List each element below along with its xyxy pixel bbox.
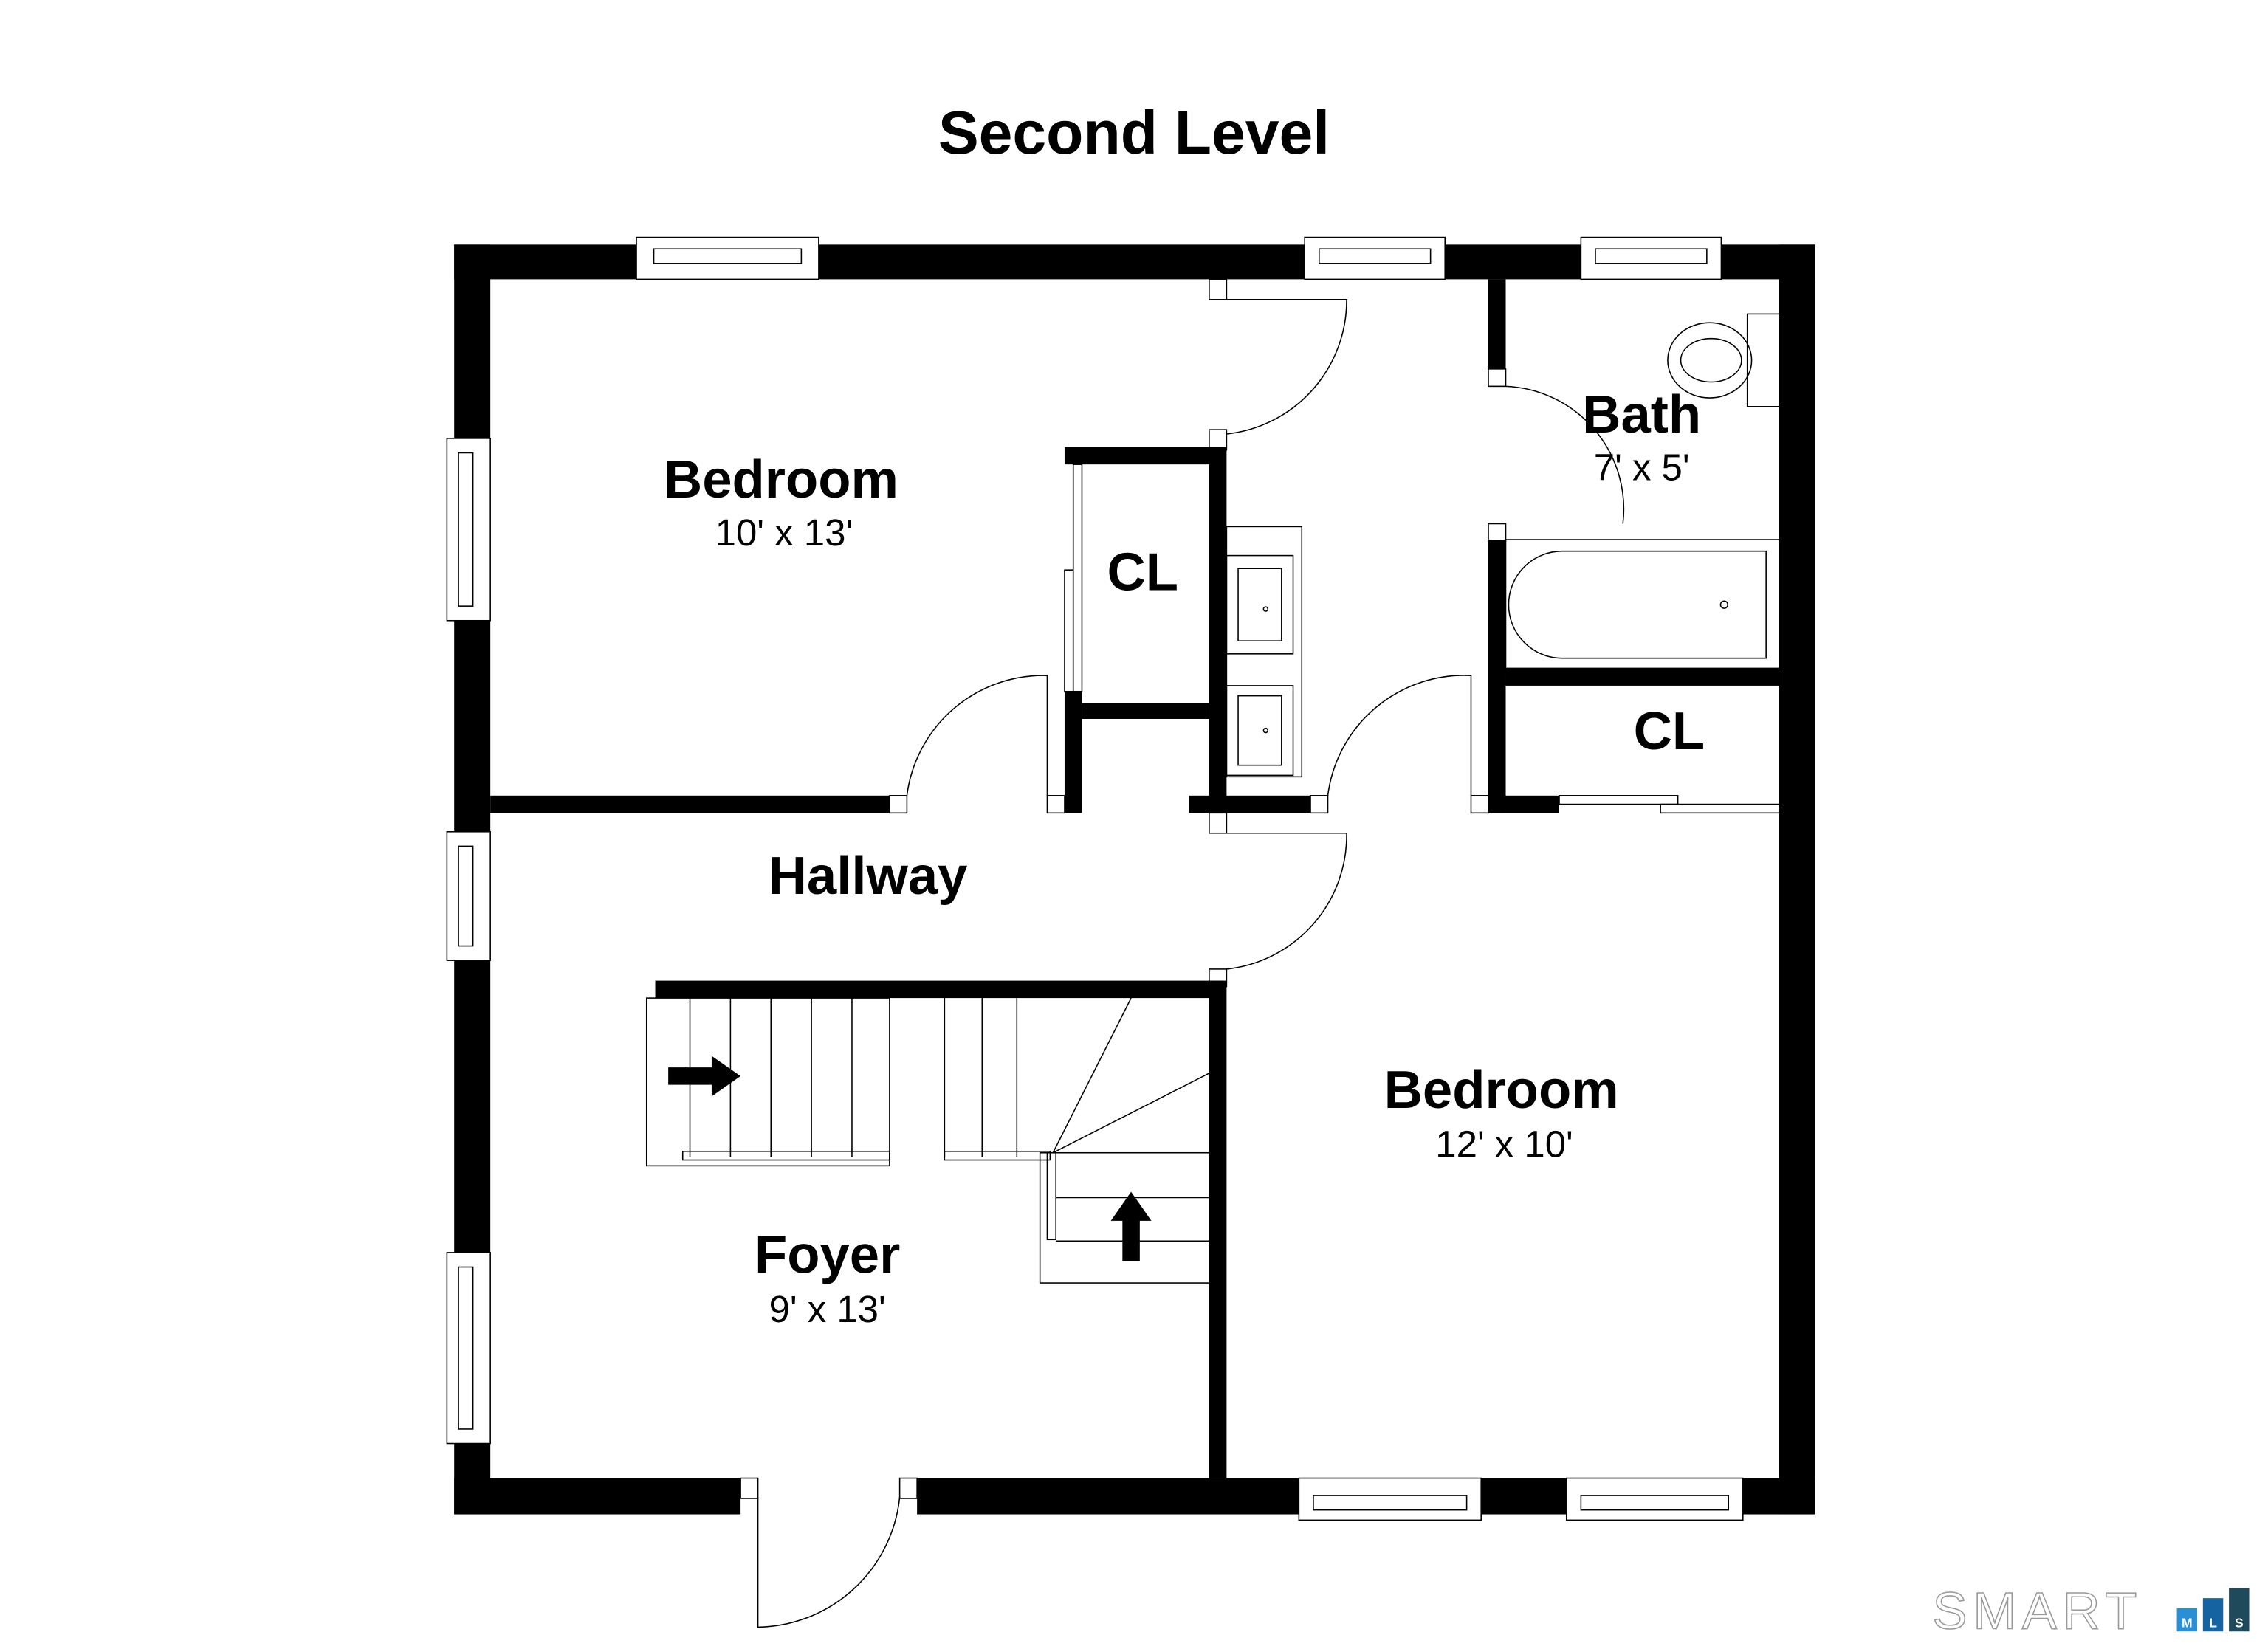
windows — [446, 236, 1744, 1521]
staircase — [645, 997, 1210, 1284]
fixtures — [1226, 313, 1780, 778]
room-name: Bedroom — [1384, 1060, 1619, 1120]
room-name: Hallway — [769, 846, 968, 906]
smartmls-logo: SMART M L S — [1932, 1581, 2250, 1640]
logo-letter: S — [2235, 1615, 2244, 1630]
logo-letter: L — [2209, 1615, 2217, 1630]
room-name: CL — [1634, 701, 1705, 761]
floor-title: Second Level — [938, 100, 1330, 167]
room-size: 10' x 13' — [715, 512, 853, 554]
logo-text: SMART — [1932, 1581, 2142, 1639]
doors — [740, 278, 1780, 1628]
room-size: 9' x 13' — [769, 1288, 886, 1330]
room-name: Foyer — [755, 1225, 900, 1284]
room-size: 7' x 5' — [1594, 447, 1690, 489]
room-name: CL — [1107, 543, 1178, 602]
room-name: Bedroom — [664, 450, 898, 509]
logo-letter: M — [2182, 1615, 2193, 1630]
room-size: 12' x 10' — [1435, 1123, 1573, 1166]
room-name: Bath — [1582, 385, 1701, 444]
stair-arrow-icons — [668, 1056, 1152, 1261]
room-labels: Bedroom 10' x 13' CL Bath 7' x 5' CL Hal… — [664, 385, 1705, 1330]
